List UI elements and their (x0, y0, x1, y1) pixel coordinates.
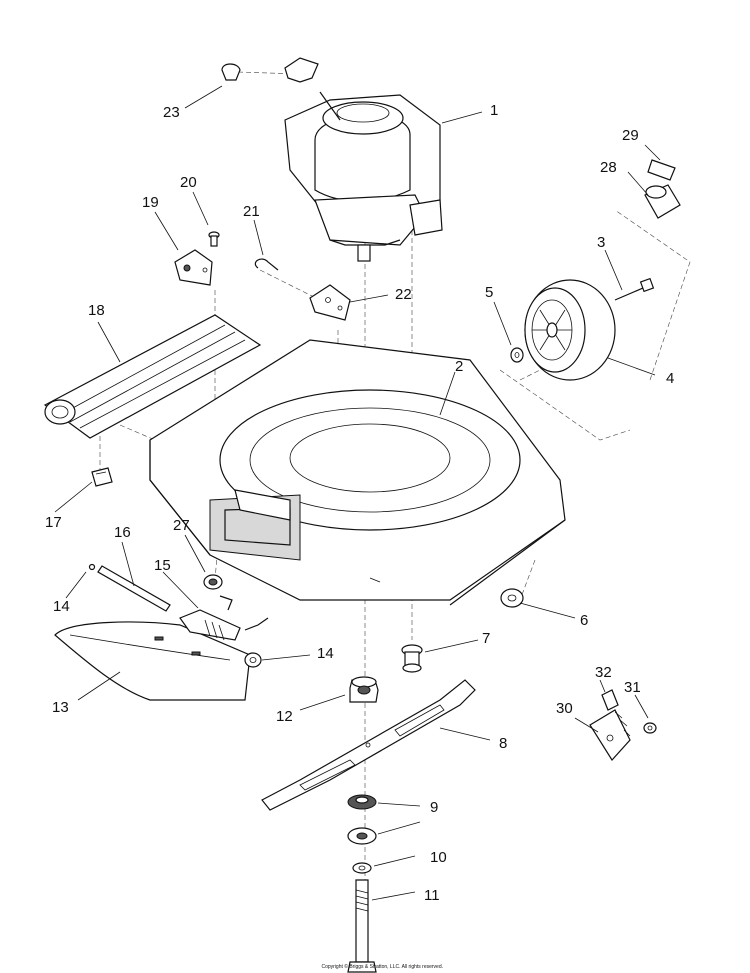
callout-28: 28 (600, 159, 617, 176)
clip-part-19 (221, 63, 241, 81)
callout-14a: 14 (53, 598, 70, 615)
callout-14b: 14 (317, 645, 334, 662)
screw-part-31 (643, 722, 657, 734)
callout-5: 5 (485, 284, 493, 301)
adjuster-part-30 (589, 709, 631, 761)
bolt-part-7 (401, 644, 423, 673)
callout-1: 1 (490, 102, 498, 119)
callout-13: 13 (52, 699, 69, 716)
callout-11: 11 (424, 887, 440, 904)
deck-part-2 (149, 339, 566, 606)
engine-part-1 (284, 91, 443, 262)
callout-2: 2 (455, 358, 463, 375)
bolt-part-3 (614, 277, 655, 301)
nut-part-27 (203, 574, 223, 590)
callout-12: 12 (276, 708, 293, 725)
washer-part-5 (510, 347, 524, 363)
callout-6: 6 (580, 612, 588, 629)
callout-15: 15 (154, 557, 171, 574)
copyright-notice: Copyright © Briggs & Stratton, LLC. All … (321, 963, 443, 970)
screw-part-21 (208, 231, 220, 247)
callout-18: 18 (88, 302, 105, 319)
callout-27: 27 (173, 517, 190, 534)
callout-22: 21 (243, 203, 260, 220)
callout-30: 30 (556, 700, 573, 717)
rod-part-16 (97, 565, 171, 612)
callout-8: 8 (499, 735, 507, 752)
spring-part-32 (601, 689, 619, 711)
callout-labels: 23 1 29 28 20 19 21 3 5 22 18 2 4 17 27 … (45, 102, 674, 904)
pin-part-14 (88, 563, 96, 571)
cap-part (284, 57, 319, 83)
callout-3: 3 (597, 234, 605, 251)
callout-10: 10 (430, 849, 447, 866)
wheel-part-4 (524, 279, 616, 381)
lockwasher-part-10 (352, 862, 372, 874)
callout-17: 17 (45, 514, 62, 531)
bolt-part-11 (347, 879, 377, 973)
callout-29: 29 (622, 127, 639, 144)
nut-part-6 (500, 588, 524, 608)
callout-21: 20 (180, 174, 197, 191)
callout-9: 9 (430, 799, 438, 816)
callout-4: 4 (666, 370, 674, 387)
washer-part-9 (347, 794, 377, 845)
callout-31: 31 (624, 679, 641, 696)
clip-part-22 (254, 258, 279, 271)
leader-lines (54, 85, 661, 901)
adapter-part-12 (349, 676, 379, 703)
callout-19: 23 (163, 104, 180, 121)
callout-20: 19 (142, 194, 159, 211)
deflector-part-13 (54, 621, 251, 701)
spring-part-15 (179, 595, 269, 641)
callout-16: 16 (114, 524, 131, 541)
bracket-part-20 (174, 249, 213, 286)
cap-part-29 (647, 159, 676, 181)
blade-part-8 (261, 679, 476, 811)
bushing-part-28 (644, 184, 681, 219)
bracket-part-23 (309, 284, 351, 321)
bushing-part-14 (244, 652, 262, 668)
bar-part-18 (43, 314, 262, 439)
callout-7: 7 (482, 630, 490, 647)
clip-part-17 (91, 467, 113, 487)
callout-23: 22 (395, 286, 412, 303)
callout-32: 32 (595, 664, 612, 681)
